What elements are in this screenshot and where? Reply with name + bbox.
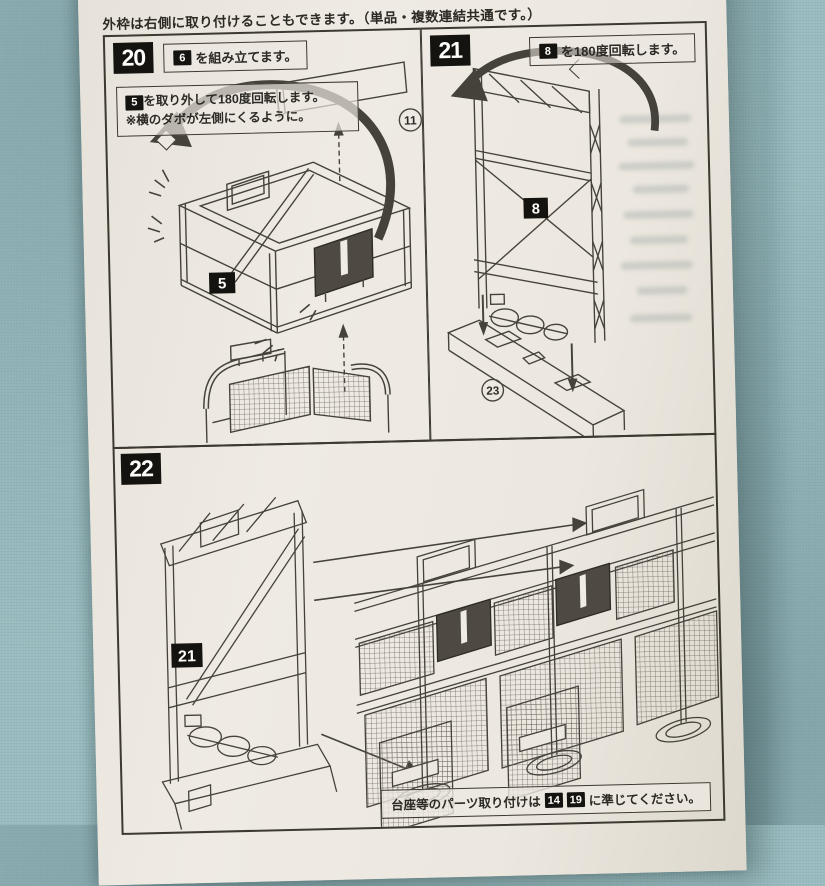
step-20-instruction: 6 を組み立てます。 [163,40,308,72]
cart-assembly [205,337,389,443]
sign-i-panel [314,229,374,302]
step-21-panel: 21 8 を180度回転します。 [421,21,717,442]
step-21-instruction: 8 を180度回転します。 [529,33,696,66]
part-label-5: 5 [209,272,235,294]
step-ref-19: 19 [567,792,585,807]
step-21-diagram: 8 23 [422,23,715,440]
svg-text:23: 23 [486,384,500,397]
step-22-badge: 22 [121,453,162,485]
part-label-8: 8 [523,198,548,219]
part-label-23: 23 [482,379,504,401]
step-22-panel: 22 [113,433,726,835]
part-ref-5: 5 [125,95,143,110]
part-ref-8: 8 [539,43,557,58]
step-20-instruction-text: を組み立てます。 [195,46,297,67]
svg-text:11: 11 [404,113,417,127]
step-20-note-line2: ※横のダボが左側にくるように。 [126,109,311,127]
step-21-badge: 21 [430,35,471,67]
svg-text:21: 21 [178,648,196,665]
footnote-text-post: に準じてください。 [589,787,702,809]
part-ref-6: 6 [173,50,191,65]
page-bleedthrough [617,114,698,323]
instruction-sheet: 外枠は右側に取り付けることもできます。（単品・複数連結共通です。） 20 6 を… [77,0,746,886]
part-label-11: 11 [399,109,422,132]
sign-i-mark [460,610,467,644]
step-22-diagram: 21 [115,435,724,833]
step-21-instruction-text: を180度回転します。 [561,38,686,60]
step-20-note-line1: を取り外して180度回転します。 [143,90,325,108]
sign-i-mark [340,239,348,275]
svg-text:8: 8 [532,201,541,217]
part-label-21: 21 [171,643,203,668]
frame-box [178,160,412,335]
linked-cart-assembly [352,488,722,833]
base-rail [448,317,625,440]
footnote-text-pre: 台座等のパーツ取り付けは [391,791,541,814]
step-ref-14: 14 [545,793,563,808]
step-20-badge: 20 [113,42,154,74]
svg-text:5: 5 [218,275,227,292]
sign-i-mark [580,574,587,608]
